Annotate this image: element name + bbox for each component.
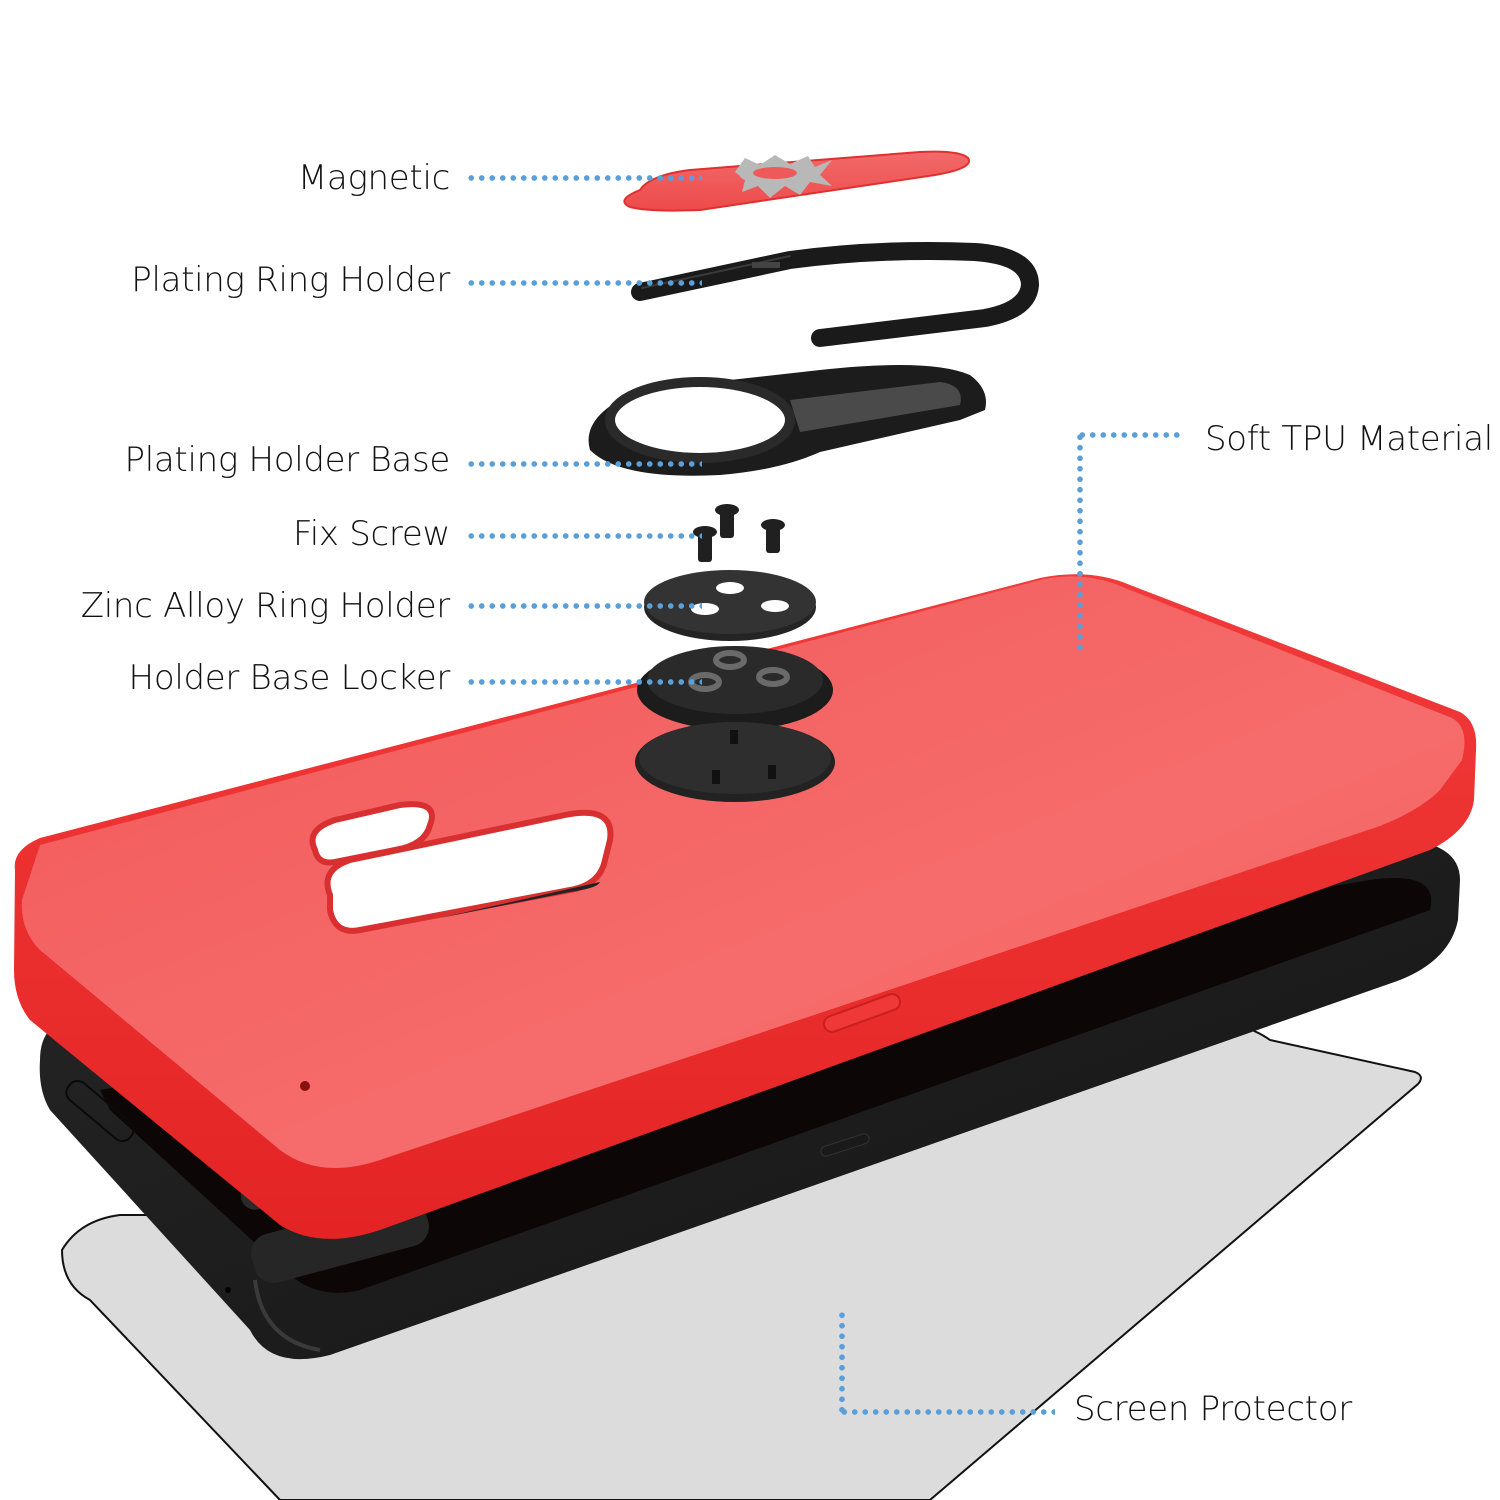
holder-base-locker-part	[637, 646, 833, 730]
label-soft-tpu-material: Soft TPU Material	[1205, 419, 1493, 459]
label-holder-base-locker: Holder Base Locker	[128, 658, 451, 698]
label-screen-protector: Screen Protector	[1074, 1389, 1352, 1429]
leader-line-plating-ring-holder	[466, 280, 702, 286]
leader-line-soft-tpu-v	[1077, 432, 1083, 650]
magnetic-plate-part	[623, 150, 970, 212]
leader-line-fix-screw	[466, 533, 702, 539]
label-fix-screw: Fix Screw	[293, 514, 450, 554]
leader-line-screen-protector-h	[839, 1409, 1055, 1415]
fix-screws-part	[693, 504, 785, 562]
leader-line-magnetic	[466, 175, 702, 181]
label-plating-holder-base: Plating Holder Base	[124, 440, 451, 480]
leader-line-zinc-alloy-ring-holder	[466, 603, 702, 609]
zinc-alloy-disc-part	[644, 570, 816, 641]
red-case-part	[14, 574, 1477, 1239]
plating-holder-base-part	[588, 365, 986, 476]
label-zinc-alloy-ring-holder: Zinc Alloy Ring Holder	[80, 586, 451, 626]
leader-line-soft-tpu-h	[1077, 432, 1181, 438]
leader-line-plating-holder-base	[466, 461, 702, 467]
label-plating-ring-holder: Plating Ring Holder	[131, 260, 450, 300]
leader-line-screen-protector-v	[839, 1310, 845, 1416]
bottom-base-plate-part	[635, 722, 835, 802]
label-magnetic: Magnetic	[297, 158, 450, 198]
plating-ring-holder-part	[631, 242, 1040, 347]
leader-line-holder-base-locker	[466, 679, 702, 685]
